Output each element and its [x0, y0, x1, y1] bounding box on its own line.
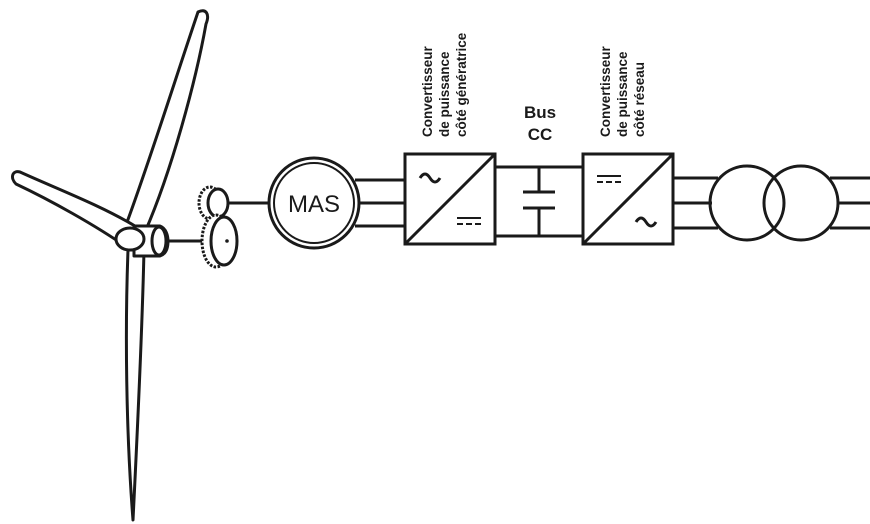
- ac-symbol-icon: [418, 172, 442, 184]
- big-gear-axle: [225, 239, 229, 243]
- small-gear-face: [206, 187, 230, 219]
- gearbox-icon: [197, 185, 268, 269]
- mas-label: MAS: [288, 191, 340, 218]
- converter-generator-side: Convertisseur de puissance côté génératr…: [403, 32, 497, 246]
- three-phase-link-2: [673, 176, 718, 230]
- mas-inner-ring: [273, 162, 355, 244]
- converter-grid-label: Convertisseur de puissance côté réseau: [598, 45, 647, 137]
- turbine-blade-upper: [124, 9, 210, 234]
- wind-turbine-icon: [11, 9, 210, 522]
- transformer-secondary-coil: [762, 164, 840, 242]
- bus-label-line-2: CC: [528, 125, 553, 144]
- dc-bus: Bus CC: [495, 103, 583, 238]
- mas-generator: MAS: [267, 156, 361, 250]
- capacitor-icon: [523, 167, 555, 236]
- converter-generator-diagonal: [403, 152, 497, 246]
- big-gear-face: [209, 215, 239, 267]
- converter-generator-line-3: côté génératrice: [454, 32, 469, 137]
- dc-symbol-icon: [597, 175, 621, 183]
- turbine-hub: [114, 226, 146, 252]
- three-phase-link-1: [355, 178, 405, 228]
- converter-grid-diagonal: [581, 152, 675, 246]
- nacelle-ring: [150, 225, 168, 257]
- converter-generator-line-1: Convertisseur: [420, 45, 435, 137]
- turbine-blade-left: [11, 170, 137, 250]
- converter-grid-line-1: Convertisseur: [598, 45, 613, 137]
- transformer-icon: [708, 164, 840, 242]
- transformer-primary-coil: [708, 164, 786, 242]
- converter-generator-label: Convertisseur de puissance côté génératr…: [420, 32, 469, 137]
- ac-symbol-icon: [634, 216, 658, 228]
- bus-label-line-1: Bus: [524, 103, 556, 122]
- grid-lines: [830, 176, 870, 230]
- converter-generator-line-2: de puissance: [437, 51, 452, 137]
- turbine-tower: [124, 248, 146, 522]
- converter-grid-line-2: de puissance: [615, 51, 630, 137]
- converter-grid-line-3: côté réseau: [632, 62, 647, 137]
- converter-grid-side: Convertisseur de puissance côté réseau: [581, 45, 675, 246]
- dc-symbol-icon: [457, 217, 481, 225]
